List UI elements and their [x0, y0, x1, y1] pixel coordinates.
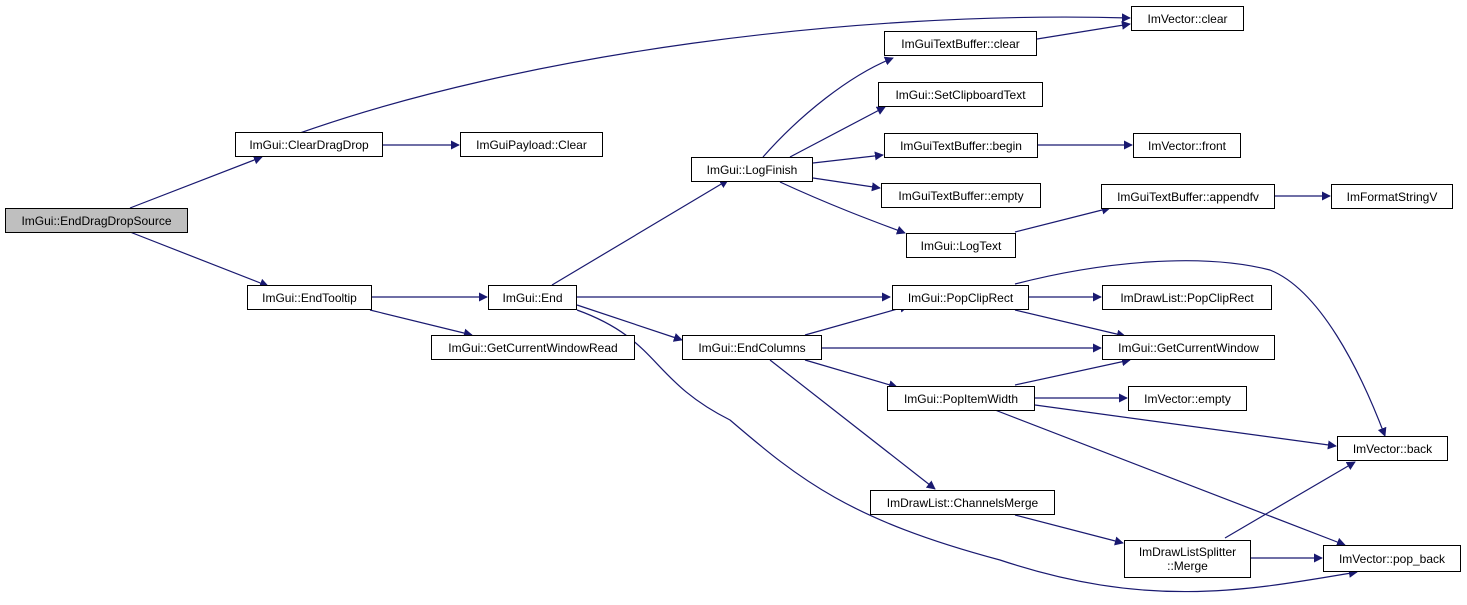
node-vector-pop-back[interactable]: ImVector::pop_back — [1323, 545, 1461, 572]
node-splitter-merge[interactable]: ImDrawListSplitter ::Merge — [1124, 540, 1251, 578]
edge-clear-drag-drop-to-vector-clear — [299, 13, 1131, 134]
edge-end-drag-drop-source-to-clear-drag-drop — [129, 155, 263, 209]
node-log-text[interactable]: ImGui::LogText — [906, 233, 1016, 258]
edge-pop-clip-rect-to-vector-back — [1014, 260, 1387, 437]
edge-log-text-to-appendfv — [1014, 205, 1111, 233]
node-set-clipboard-text[interactable]: ImGui::SetClipboardText — [878, 82, 1043, 107]
node-channels-merge[interactable]: ImDrawList::ChannelsMerge — [870, 490, 1055, 515]
node-payload-clear[interactable]: ImGuiPayload::Clear — [460, 132, 603, 157]
edge-end-to-vector-pop-back — [576, 309, 1358, 593]
edge-log-finish-to-text-buffer-clear — [762, 56, 894, 158]
node-vector-back[interactable]: ImVector::back — [1337, 436, 1448, 461]
edge-end-to-log-finish — [551, 179, 729, 286]
node-end-tooltip[interactable]: ImGui::EndTooltip — [247, 285, 372, 310]
node-text-buffer-empty[interactable]: ImGuiTextBuffer::empty — [881, 183, 1041, 208]
node-get-current-window-read[interactable]: ImGui::GetCurrentWindowRead — [431, 335, 635, 360]
edge-pop-item-width-to-vector-back — [1034, 404, 1337, 450]
edge-end-drag-drop-source-to-end-tooltip — [129, 231, 269, 288]
node-end-drag-drop-source: ImGui::EndDragDropSource — [5, 208, 188, 233]
node-end[interactable]: ImGui::End — [488, 285, 577, 310]
node-vector-clear[interactable]: ImVector::clear — [1131, 6, 1244, 31]
edge-log-finish-to-text-buffer-begin — [812, 151, 884, 164]
node-clear-drag-drop[interactable]: ImGui::ClearDragDrop — [235, 132, 383, 157]
edge-end-to-end-columns — [576, 304, 683, 342]
node-vector-front[interactable]: ImVector::front — [1133, 133, 1241, 158]
node-log-finish[interactable]: ImGui::LogFinish — [691, 157, 813, 182]
edge-end-columns-to-pop-item-width — [804, 359, 898, 390]
edge-end-columns-to-channels-merge — [769, 359, 936, 490]
node-draw-list-pop-clip-rect[interactable]: ImDrawList::PopClipRect — [1102, 285, 1272, 310]
node-text-buffer-clear[interactable]: ImGuiTextBuffer::clear — [884, 31, 1037, 56]
node-get-current-window[interactable]: ImGui::GetCurrentWindow — [1102, 335, 1275, 360]
node-text-buffer-appendfv[interactable]: ImGuiTextBuffer::appendfv — [1101, 184, 1275, 209]
edge-pop-item-width-to-vector-pop-back — [994, 409, 1346, 547]
edge-splitter-merge-to-vector-back — [1224, 461, 1356, 539]
edge-log-finish-to-text-buffer-empty — [812, 177, 881, 192]
edge-pop-clip-rect-to-get-current-window — [1014, 309, 1126, 339]
node-vector-empty[interactable]: ImVector::empty — [1128, 386, 1247, 411]
edge-channels-merge-to-splitter-merge — [1014, 514, 1124, 546]
node-text-buffer-begin[interactable]: ImGuiTextBuffer::begin — [884, 133, 1038, 158]
node-end-columns[interactable]: ImGui::EndColumns — [682, 335, 822, 360]
edge-end-tooltip-to-get-current-window-read — [369, 309, 473, 338]
node-pop-item-width[interactable]: ImGui::PopItemWidth — [887, 386, 1035, 411]
node-pop-clip-rect[interactable]: ImGui::PopClipRect — [892, 285, 1029, 310]
edge-end-columns-to-pop-clip-rect — [804, 303, 909, 336]
edge-log-finish-to-set-clipboard-text — [789, 106, 886, 158]
edge-log-finish-to-log-text — [779, 181, 906, 235]
edge-text-buffer-clear-to-vector-clear — [1036, 20, 1131, 40]
node-format-string-v[interactable]: ImFormatStringV — [1331, 184, 1453, 209]
edge-pop-item-width-to-get-current-window — [1014, 357, 1131, 386]
